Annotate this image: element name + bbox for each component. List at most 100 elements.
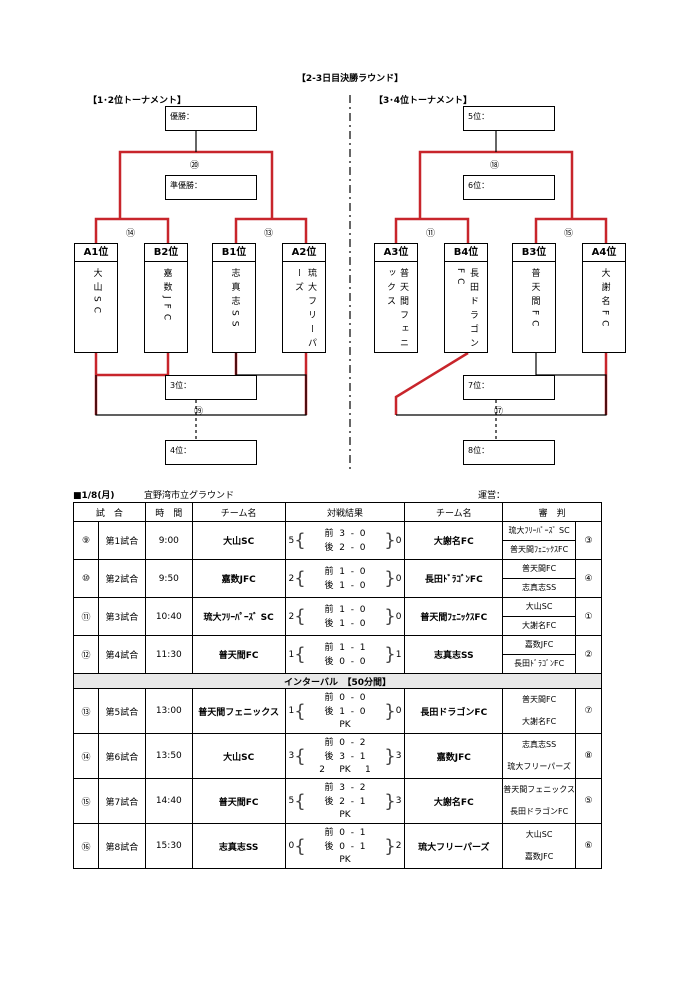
away-team: 志真志SS <box>404 635 504 674</box>
seventh-label: 7位： <box>468 381 490 390</box>
match-number: ⑳ <box>190 161 200 171</box>
dash: - <box>350 828 354 838</box>
table-row: ⑬ 第5試合 13:00 普天間フェニックス 1 { 前 0 - 0 後 1 -… <box>73 688 602 734</box>
right-bracket-title: 【3･4位トーナメント】 <box>374 96 473 106</box>
brace-right-icon: } <box>384 644 396 665</box>
brace-right-icon: } <box>384 790 396 812</box>
match-number: ⑮ <box>73 778 99 824</box>
table-header-row: 試 合 時 間 チーム名 対戦結果 チーム名 審 判 <box>73 502 602 522</box>
match-label: 第3試合 <box>97 597 146 636</box>
score-cell: 1 { 前 0 - 0 後 1 - 0 PK } 0 <box>284 688 406 734</box>
match-label: 第5試合 <box>97 688 146 734</box>
away-first-half: 1 <box>359 642 366 653</box>
dash: - <box>350 783 354 793</box>
fourth-place-box: 4位： <box>165 440 257 465</box>
away-team: 大謝名FC <box>404 521 504 560</box>
team-name: 琉大フリーパーズ <box>293 268 316 352</box>
schedule-table: 試 合 時 間 チーム名 対戦結果 チーム名 審 判 ⑨ 第1試合 9:00 大… <box>73 502 602 869</box>
home-first-half: 0 <box>339 738 345 748</box>
team-seed: A2位 <box>283 244 325 262</box>
winner-label: 優勝： <box>170 112 194 121</box>
brace-left-icon: { <box>294 700 306 722</box>
match-number: ⑱ <box>490 161 500 171</box>
table-row: ⑭ 第6試合 13:50 大山SC 3 { 前 0 - 2 後 3 - 1 2 … <box>73 733 602 779</box>
brace-right-icon: } <box>384 745 396 767</box>
match-label: 第7試合 <box>97 778 146 824</box>
header-match: 試 合 <box>73 502 146 522</box>
away-first-half: 1 <box>359 828 366 838</box>
dash: - <box>350 528 354 539</box>
half-label: 後 <box>324 656 334 667</box>
half-label: 後 <box>324 707 334 717</box>
home-second-half: 0 <box>339 656 345 667</box>
away-score: 3 <box>395 751 402 761</box>
team-name: 普天間フェニックス <box>385 268 408 352</box>
dash: - <box>350 797 354 807</box>
fourth-label: 4位： <box>170 446 192 455</box>
home-second-half: 1 <box>339 707 345 717</box>
half-label: 前 <box>324 783 334 793</box>
home-team: 普天間FC <box>191 778 286 824</box>
match-time: 14:40 <box>144 778 193 824</box>
away-first-half: 0 <box>359 604 366 615</box>
match-time: 10:40 <box>144 597 193 636</box>
home-team: 琉大ﾌﾘｰﾊﾟｰｽﾞ SC <box>191 597 286 636</box>
match-number: ⑮ <box>564 229 574 239</box>
schedule-date: ■1/8(月) <box>73 491 115 501</box>
home-team: 大山SC <box>191 733 286 779</box>
team-seed: A4位 <box>583 244 625 262</box>
half-label: 後 <box>324 618 334 629</box>
away-second-half: 0 <box>359 707 366 717</box>
home-score: 0 <box>288 841 295 851</box>
referee-2: 嘉数JFC <box>524 852 554 861</box>
team-name: 嘉数JFC <box>161 268 172 326</box>
referee-2: 普天間ﾌｪﾆｯｸｽFC <box>510 545 569 554</box>
referee-2: 長田ドラゴンFC <box>510 807 569 816</box>
match-label: 第2試合 <box>97 559 146 598</box>
match-number: ⑭ <box>73 733 99 779</box>
team-name: 長田ドラゴンFC <box>455 268 478 352</box>
away-team: 嘉数JFC <box>404 733 504 779</box>
match-number: ⑩ <box>73 559 99 598</box>
team-slot: B2位嘉数JFC <box>144 243 188 353</box>
referee-number: ⑦ <box>575 688 602 734</box>
match-number: ⑫ <box>73 635 99 674</box>
schedule-venue: 宜野湾市立グラウンド <box>144 491 235 501</box>
referee-1: 嘉数JFC <box>503 636 575 655</box>
home-team: 志真志SS <box>191 823 286 869</box>
pk-label: PK <box>339 855 351 865</box>
match-label: 第1試合 <box>97 521 146 560</box>
team-seed: A1位 <box>75 244 117 262</box>
match-number: ⑪ <box>426 229 436 239</box>
home-first-half: 0 <box>339 693 345 703</box>
half-label: 後 <box>324 580 334 591</box>
match-number: ⑲ <box>194 407 204 417</box>
brace-left-icon: { <box>294 568 306 589</box>
away-second-half: 0 <box>359 580 366 591</box>
match-time: 9:50 <box>144 559 193 598</box>
referee-number: ② <box>575 635 602 674</box>
home-first-half: 1 <box>339 604 345 615</box>
eighth-place-box: 8位： <box>463 440 555 465</box>
pk-away: 1 <box>364 765 371 775</box>
referee-number: ⑥ <box>575 823 602 869</box>
team-slot: B4位長田ドラゴンFC <box>444 243 488 353</box>
referee-1: 志真志SS <box>522 740 557 749</box>
home-score: 3 <box>288 751 295 761</box>
team-slot: A2位琉大フリーパーズ <box>282 243 326 353</box>
match-time: 15:30 <box>144 823 193 869</box>
team-slot: B3位普天間FC <box>512 243 556 353</box>
home-second-half: 2 <box>339 542 345 553</box>
sixth-place-box: 6位： <box>463 175 555 200</box>
away-second-half: 0 <box>359 542 366 553</box>
home-first-half: 3 <box>339 528 345 539</box>
brace-right-icon: } <box>384 606 396 627</box>
dash: - <box>350 542 354 553</box>
referee-1: 普天間FC <box>503 560 575 579</box>
away-score: 0 <box>395 706 402 716</box>
dash: - <box>350 656 354 667</box>
